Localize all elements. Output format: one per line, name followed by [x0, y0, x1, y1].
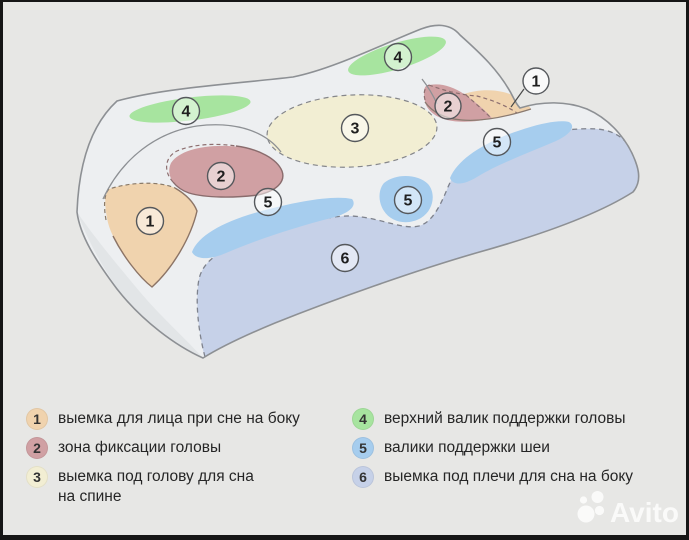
marker-face-recess-left: 1 [135, 206, 165, 236]
legend-item-3: 3 выемка под голову для сна на спине [26, 466, 346, 507]
zone-right-saddle-solid-edge [424, 101, 532, 121]
marker-number: 1 [146, 214, 155, 231]
marker-number: 4 [394, 50, 403, 67]
legend-item-4: 4 верхний валик поддержки головы [352, 408, 682, 430]
marker-number: 6 [341, 251, 350, 268]
legend-dot-2: 2 [26, 437, 48, 459]
legend-label-4: верхний валик поддержки головы [384, 410, 626, 427]
marker-number: 4 [182, 104, 191, 121]
marker-upper-head-roll-left: 4 [171, 96, 201, 126]
legend-item-1: 1 выемка для лица при сне на боку [26, 408, 346, 430]
marker-neck-roll-center: 5 [393, 185, 423, 215]
legend-column-right: 4 верхний валик поддержки головы 5 валик… [352, 408, 682, 495]
marker-face-recess-right: 1 [522, 67, 550, 95]
legend-item-5: 5 валики поддержки шеи [352, 437, 682, 459]
zone-head-fixation-left-dashed-edge [166, 143, 237, 183]
zone-right-saddle-dashed-edges [423, 84, 518, 118]
legend-item-6: 6 выемка под плечи для сна на боку [352, 466, 682, 488]
marker-number: 2 [444, 99, 453, 116]
avito-logo-dots-icon [577, 491, 605, 523]
legend-column-left: 1 выемка для лица при сне на боку 2 зона… [26, 408, 346, 514]
marker-upper-head-roll-top: 4 [383, 42, 413, 72]
legend-dot-4: 4 [352, 408, 374, 430]
legend-dot-6: 6 [352, 466, 374, 488]
marker-number: 5 [493, 135, 502, 152]
legend-item-2: 2 зона фиксации головы [26, 437, 346, 459]
marker-number: 3 [351, 121, 360, 138]
avito-watermark: Avito [576, 488, 688, 535]
marker-shoulder-recess: 6 [330, 243, 360, 273]
marker-back-sleep-recess: 3 [340, 113, 370, 143]
legend-label-2: зона фиксации головы [58, 439, 222, 456]
avito-logo-text: Avito [610, 497, 679, 528]
legend-label-6: выемка под плечи для сна на боку [384, 468, 634, 485]
legend-label-1: выемка для лица при сне на боку [58, 410, 300, 427]
pillow-seam-head-area [102, 124, 282, 200]
marker-neck-roll-right: 5 [482, 127, 512, 157]
pillow-outline [76, 24, 640, 359]
zone-neck-roll-right [450, 121, 573, 184]
legend-dot-3: 3 [26, 466, 48, 488]
avito-logo: Avito [577, 491, 679, 528]
marker-head-fixation-left: 2 [206, 161, 236, 191]
pillow-diagram: 1 1 2 2 3 4 4 5 [76, 24, 640, 359]
marker-number: 5 [404, 193, 413, 210]
zone-face-recess-left-solid-edge [112, 187, 198, 288]
marker-number: 1 [532, 74, 541, 91]
legend-dot-1: 1 [26, 408, 48, 430]
marker-1-leader-line [510, 88, 525, 108]
marker-neck-roll-left: 5 [253, 187, 283, 217]
marker-number: 2 [217, 169, 226, 186]
marker-number: 5 [264, 195, 273, 212]
legend-dot-5: 5 [352, 437, 374, 459]
zone-neck-roll-left [192, 197, 354, 259]
legend-label-5: валики поддержки шеи [384, 439, 550, 456]
marker-head-fixation-right: 2 [434, 92, 462, 120]
legend-label-3: выемка под голову для сна на спине [58, 468, 254, 505]
